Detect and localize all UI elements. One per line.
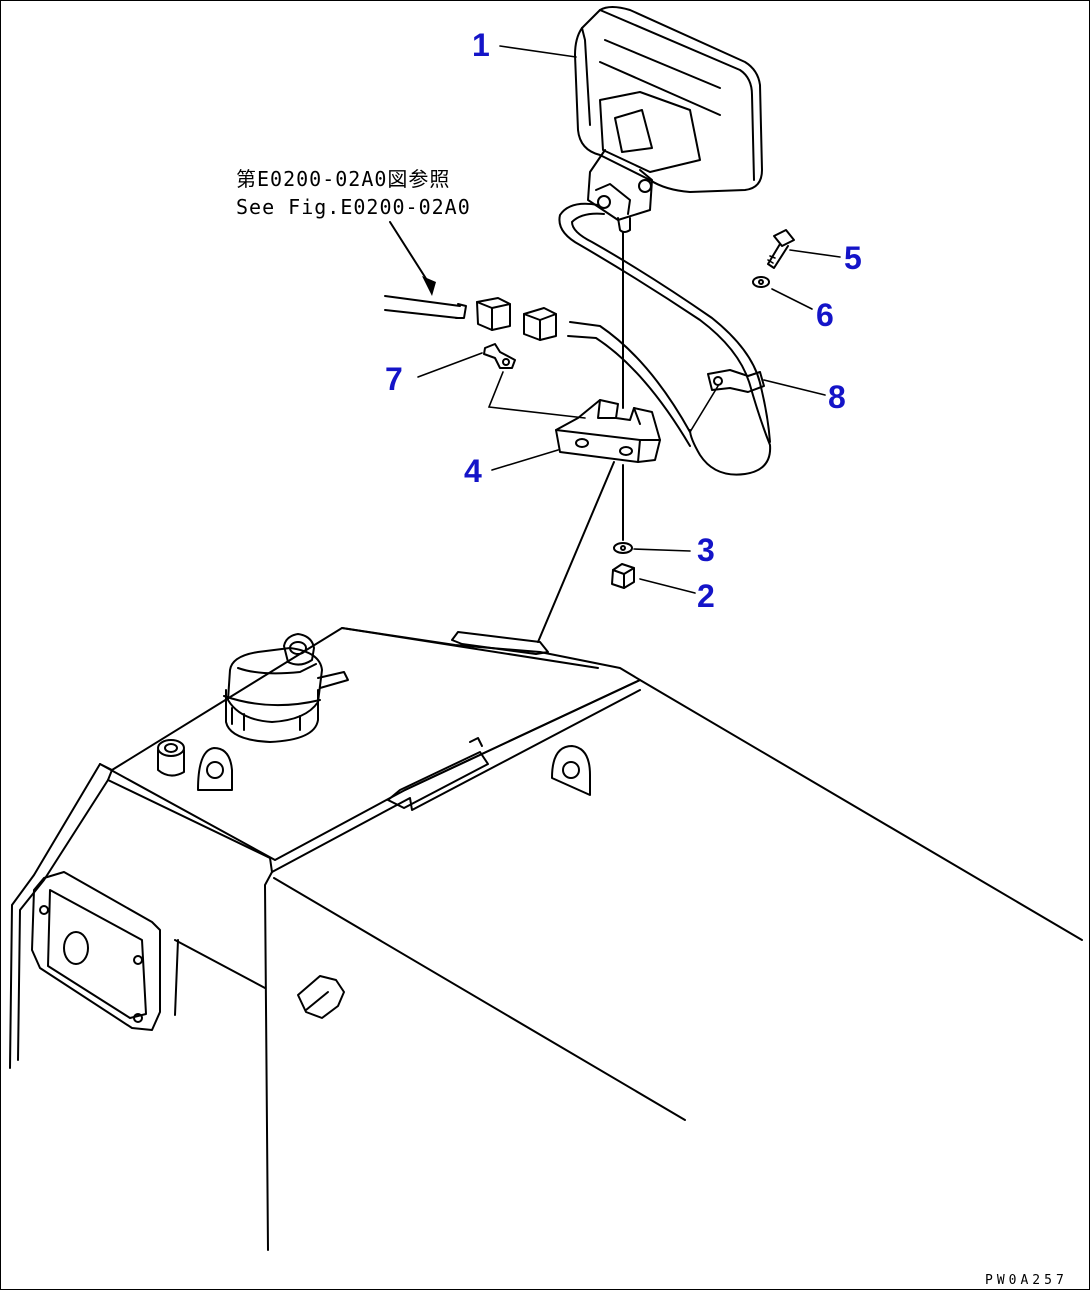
clamp-drawing xyxy=(689,369,765,433)
callout-8: 8 xyxy=(828,379,846,415)
machine-body-drawing xyxy=(9,461,1083,1251)
leader-lines xyxy=(417,45,841,594)
clip-drawing xyxy=(483,343,586,419)
callout-7: 7 xyxy=(385,361,403,397)
callout-5: 5 xyxy=(844,240,862,276)
work-lamp-drawing xyxy=(574,6,763,233)
callout-3: 3 xyxy=(697,532,715,568)
reference-arrow xyxy=(389,221,436,296)
connector-pair xyxy=(384,295,557,341)
callout-6: 6 xyxy=(816,297,834,333)
bracket-drawing xyxy=(555,399,661,463)
callout-1: 1 xyxy=(472,27,490,63)
reference-note-en: See Fig.E0200-02A0 xyxy=(236,195,471,219)
lamp-harness xyxy=(558,202,772,476)
callout-4: 4 xyxy=(464,453,482,489)
callout-2: 2 xyxy=(697,578,715,614)
reference-note-jp: 第E0200-02A0図参照 xyxy=(236,167,450,191)
drawing-code: PW0A257 xyxy=(985,1273,1068,1288)
washer-nut-drawing xyxy=(611,542,635,589)
bolt-washer-drawing xyxy=(752,229,795,288)
